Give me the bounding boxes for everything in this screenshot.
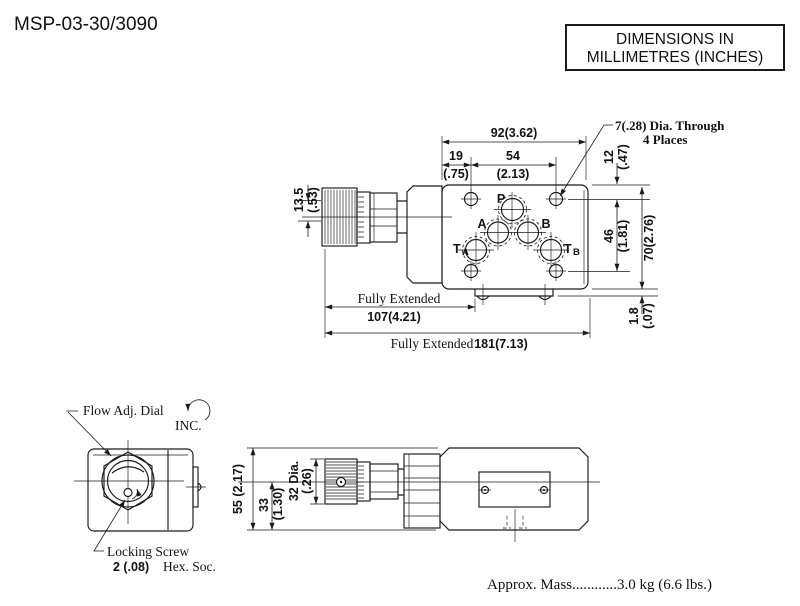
inc-rotation-arrow (185, 399, 211, 421)
dim-19-mm: 19 (449, 149, 463, 163)
bottom-tab-strip (474, 289, 554, 297)
dim-19-in: (.75) (443, 167, 469, 181)
side-knob (324, 458, 358, 505)
dim-46-mm: 46 (602, 229, 616, 243)
dim-135-mm: 13.5 (292, 188, 306, 212)
locking-label-1: Locking Screw (107, 544, 189, 559)
side-ring (356, 461, 371, 502)
port-tb-hole (539, 238, 563, 262)
dial-arc (111, 466, 145, 474)
port-b-label: B (541, 217, 550, 231)
dim-70: 70(2.76) (642, 215, 656, 262)
dim-18-in: (.07) (641, 303, 655, 329)
top-view-drawing: P A B T A T B 92(3.62) 19 (.75) 54 (2.13… (292, 118, 725, 351)
hex-adapter (369, 192, 407, 243)
front-body (87, 448, 202, 532)
dimensions-note-box: DIMENSIONS IN MILLIMETRES (INCHES) (565, 24, 785, 71)
side-view-dimensions: 55 (2.17) 33 (1.30) 32 Dia. (.26) (231, 447, 438, 531)
dim-12-in: (.47) (616, 144, 630, 170)
side-tab (192, 466, 199, 508)
side-hex (369, 463, 404, 500)
dim-92: 92(3.62) (491, 126, 538, 140)
dim-12-mm: 12 (602, 150, 616, 164)
flow-dial-label: Flow Adj. Dial (83, 403, 164, 418)
dim-33-in: (1.30) (271, 488, 285, 521)
dim-54-mm: 54 (506, 149, 520, 163)
dim-107: 107(4.21) (367, 310, 421, 324)
front-view-drawing: Flow Adj. Dial INC. Locking Screw 2 (.08… (66, 399, 216, 574)
screw-arrow (131, 488, 142, 500)
hidden-lines (503, 516, 527, 529)
locking-label-2b: Hex. Soc. (163, 559, 216, 574)
dim-54-in: (2.13) (497, 167, 530, 181)
hole-note-line2: 4 Places (643, 132, 687, 147)
graduated-ring (356, 191, 371, 244)
locking-label-2a: 2 (.08) (113, 560, 149, 574)
dim-55: 55 (2.17) (231, 464, 245, 514)
side-stack-section (403, 453, 441, 529)
locking-screw (123, 487, 133, 498)
dim-46-in: (1.81) (616, 220, 630, 253)
dim-33-mm: 33 (257, 498, 271, 512)
port-ta-label: T (453, 242, 461, 256)
port-tb-sub: B (573, 247, 580, 258)
knurl-lines (324, 190, 356, 244)
dim-135-in: (.53) (306, 187, 320, 213)
dim-32-mm: 32 Dia. (287, 461, 301, 501)
side-body (439, 447, 589, 542)
mass-note: Approx. Mass............3.0 kg (6.6 lbs.… (487, 577, 712, 593)
valve-cap-body (406, 185, 443, 284)
port-p-label: P (497, 192, 505, 206)
port-ta-sub: A (462, 247, 469, 258)
dim-181: 181(7.13) (474, 337, 528, 351)
port-p-hole (500, 197, 525, 222)
front-dial (101, 451, 155, 511)
dim-32-in: (.26) (300, 468, 314, 494)
fully-extended-label: Fully Extended (358, 291, 441, 306)
ports: P A B T A T B (453, 192, 580, 268)
hole-note-line1: 7(.28) Dia. Through (615, 118, 725, 133)
name-plate (478, 471, 551, 508)
port-a-hole (486, 221, 510, 244)
page-title: MSP-03-30/3090 (14, 14, 158, 35)
fully-extended-label2: Fully Extended (391, 336, 474, 351)
top-view-dimensions: 92(3.62) 19 (.75) 54 (2.13) 7(.28) Dia. … (292, 118, 725, 351)
note-line1: DIMENSIONS IN (616, 31, 734, 48)
dim-18-mm: 1.8 (627, 307, 641, 324)
dial-hexagon (103, 451, 153, 511)
port-a-label: A (477, 217, 486, 231)
port-tb-label: T (564, 242, 572, 256)
hole-note-leader (559, 124, 613, 197)
port-b-hole (516, 221, 540, 244)
inc-label: INC. (175, 418, 202, 433)
flow-adjust-knob (321, 187, 358, 247)
mounting-holes (461, 189, 566, 281)
note-line2: MILLIMETRES (INCHES) (587, 49, 764, 66)
valve-block (441, 184, 589, 305)
port-ta-hole (464, 238, 488, 262)
side-view-drawing: 55 (2.17) 33 (1.30) 32 Dia. (.26) (231, 447, 600, 542)
locking-leader (93, 499, 126, 552)
